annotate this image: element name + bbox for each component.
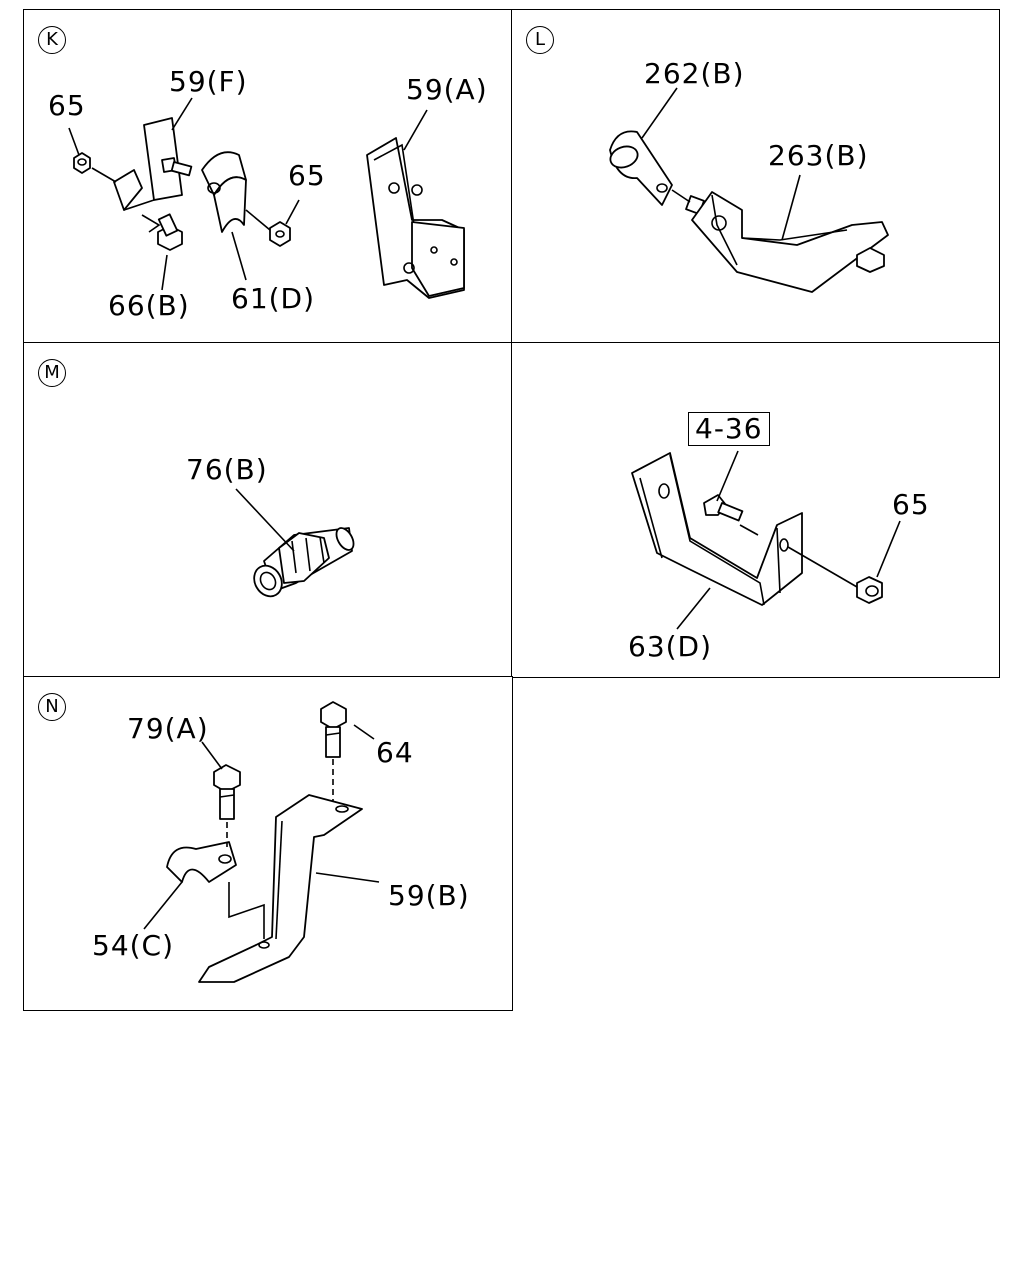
- label-65-right: 65: [288, 159, 326, 192]
- panel-k-drawing: [68, 97, 465, 299]
- panel-n: N 79(A) 64 59(B) 54(C): [23, 676, 513, 1011]
- section-marker-l: L: [526, 26, 554, 54]
- label-59b: 59(B): [388, 879, 470, 912]
- clamp-262b: [609, 130, 673, 206]
- bracket-63d: [631, 452, 803, 606]
- clip-61d: [201, 151, 247, 233]
- label-59a: 59(A): [406, 73, 488, 106]
- bolt-o: [703, 494, 744, 522]
- leaders-o: [676, 450, 901, 630]
- label-65-left: 65: [48, 89, 86, 122]
- label-263b: 263(B): [768, 139, 869, 172]
- label-64: 64: [376, 736, 414, 769]
- panel-o-drawing: [631, 450, 901, 630]
- bracket-59b: [198, 794, 363, 983]
- label-76b: 76(B): [186, 453, 268, 486]
- panel-bracket-63d: 4-36 65 63(D): [511, 342, 1000, 678]
- label-4-36: 4-36: [688, 412, 770, 446]
- label-262b: 262(B): [644, 57, 745, 90]
- bolt-64: [320, 701, 347, 758]
- nut-o: [856, 576, 883, 604]
- label-63d: 63(D): [628, 630, 713, 663]
- leader-m: [235, 488, 295, 552]
- leaders-l: [641, 87, 801, 241]
- section-marker-k: K: [38, 26, 66, 54]
- nut-right: [269, 221, 291, 247]
- fitting-76b: [253, 527, 355, 598]
- bolt-upper: [161, 157, 193, 177]
- bracket-263b: [691, 191, 889, 293]
- leaders-n: [143, 724, 380, 939]
- panel-k: K 65 59(F) 65 66(B) 61(D) 59(A): [23, 9, 513, 344]
- panel-m-drawing: [235, 488, 355, 598]
- bracket-59a: [366, 137, 465, 299]
- nut-left: [73, 152, 91, 174]
- bolt-66b: [157, 213, 183, 251]
- label-54c: 54(C): [92, 929, 175, 962]
- panel-l: L 262(B) 263(B): [511, 9, 1000, 344]
- panel-m: M 76(B): [23, 342, 513, 678]
- section-marker-n: N: [38, 693, 66, 721]
- label-59f: 59(F): [169, 65, 248, 98]
- panel-n-drawing: [143, 701, 380, 983]
- section-marker-m: M: [38, 359, 66, 387]
- bolt-79a: [213, 764, 241, 820]
- clip-54c: [166, 841, 237, 883]
- label-66b: 66(B): [108, 289, 190, 322]
- label-61d: 61(D): [231, 282, 316, 315]
- panel-l-drawing: [609, 87, 889, 293]
- label-65-o: 65: [892, 488, 930, 521]
- label-79a: 79(A): [127, 712, 209, 745]
- leaders-k: [68, 97, 428, 291]
